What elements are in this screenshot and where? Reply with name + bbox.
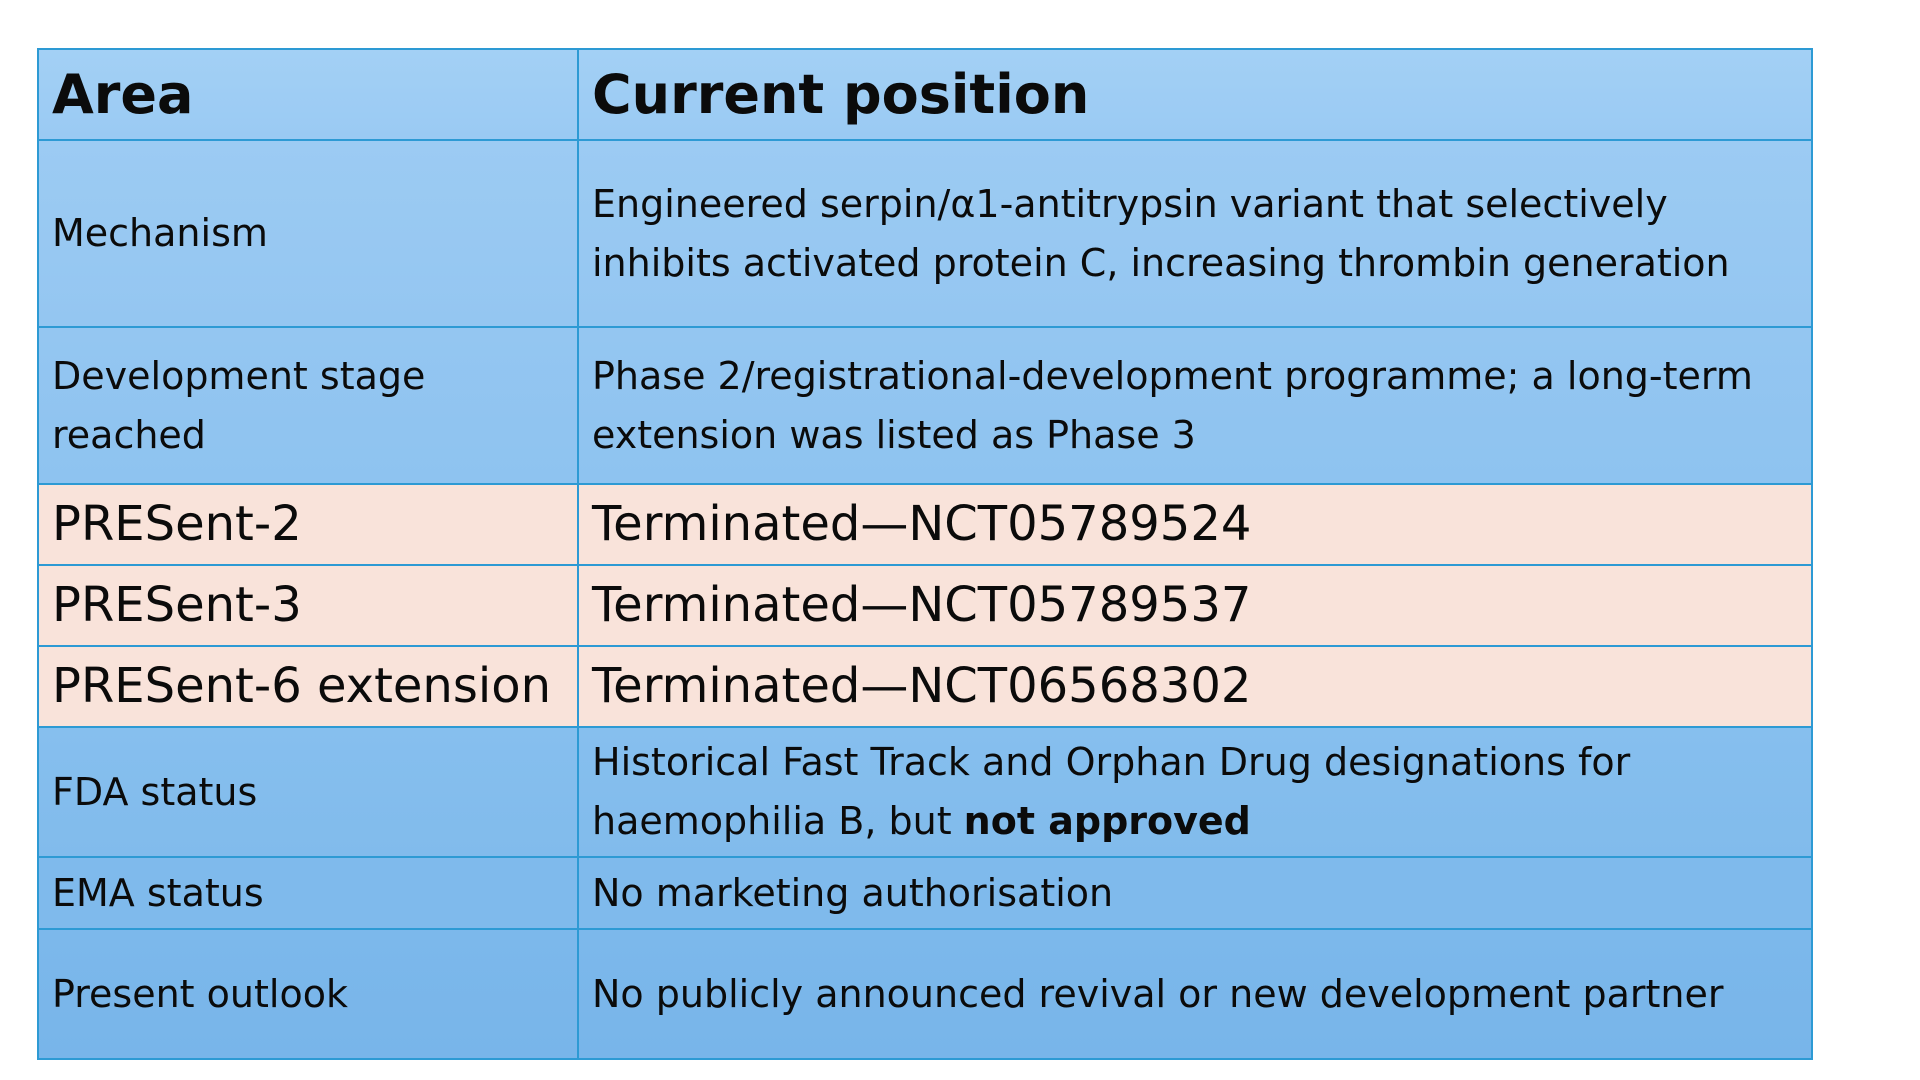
table-row-highlighted: PRESent-2 Terminated—NCT05789524 <box>37 483 1813 566</box>
row-area-cell: PRESent-6 extension <box>37 645 579 728</box>
table-row-highlighted: PRESent-6 extension Terminated—NCT065683… <box>37 645 1813 728</box>
row-area-cell: PRESent-2 <box>37 483 579 566</box>
row-position-cell: Terminated—NCT05789537 <box>577 564 1813 647</box>
row-area-cell: EMA status <box>37 856 579 930</box>
not-approved-emphasis: not approved <box>963 799 1251 843</box>
row-position-cell: Engineered serpin/α1-antitrypsin variant… <box>577 139 1813 328</box>
row-position-cell: No marketing authorisation <box>577 856 1813 930</box>
table-row: FDA status Historical Fast Track and Orp… <box>37 726 1813 858</box>
row-area-cell: Development stage reached <box>37 326 579 485</box>
position-text: Historical Fast Track and Orphan Drug de… <box>592 740 1631 843</box>
row-position-cell: Historical Fast Track and Orphan Drug de… <box>577 726 1813 858</box>
header-area: Area <box>37 48 579 141</box>
row-area-cell: PRESent-3 <box>37 564 579 647</box>
row-position-cell: No publicly announced revival or new dev… <box>577 928 1813 1060</box>
row-position-cell: Phase 2/registrational-development progr… <box>577 326 1813 485</box>
status-table: Area Current position Mechanism Engineer… <box>37 48 1813 1060</box>
table-row: EMA status No marketing authorisation <box>37 856 1813 930</box>
row-area-cell: Mechanism <box>37 139 579 328</box>
row-position-cell: Terminated—NCT05789524 <box>577 483 1813 566</box>
row-area-cell: Present outlook <box>37 928 579 1060</box>
table-header-row: Area Current position <box>37 48 1813 141</box>
table-row: Mechanism Engineered serpin/α1-antitryps… <box>37 139 1813 328</box>
row-area-cell: FDA status <box>37 726 579 858</box>
row-position-cell: Terminated—NCT06568302 <box>577 645 1813 728</box>
table-row: Development stage reached Phase 2/regist… <box>37 326 1813 485</box>
table-row-highlighted: PRESent-3 Terminated—NCT05789537 <box>37 564 1813 647</box>
table-row: Present outlook No publicly announced re… <box>37 928 1813 1060</box>
header-current-position: Current position <box>577 48 1813 141</box>
